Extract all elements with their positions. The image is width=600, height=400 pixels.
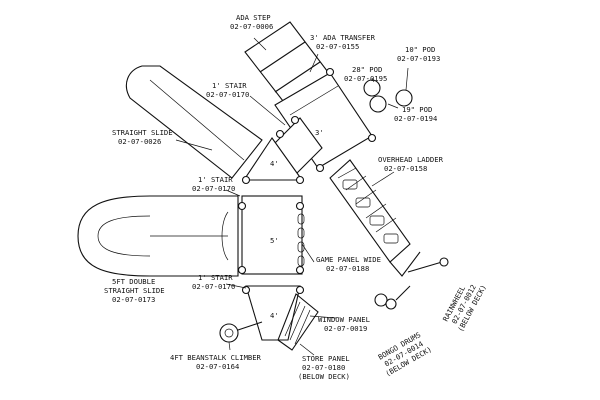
label-stair-mid: 1' STAIR 02-07-0170 [192,175,235,193]
svg-text:STRAIGHT SLIDE: STRAIGHT SLIDE [112,128,173,137]
svg-text:5FT DOUBLE: 5FT DOUBLE [112,277,155,286]
overhead-ladder [329,159,421,277]
label-pod-10: 10" POD 02-07-0193 [397,45,440,63]
bongo-drums [374,285,411,310]
svg-text:ADA STEP: ADA STEP [236,13,271,22]
svg-text:1' STAIR: 1' STAIR [198,273,233,282]
label-bongo: BONGO DRUMS 02-07-0014 (BELOW DECK) [377,330,434,378]
svg-text:02-07-0188: 02-07-0188 [326,264,369,273]
svg-text:02-07-0194: 02-07-0194 [394,114,437,123]
label-window-panel: WINDOW PANEL 02-07-0019 [318,315,370,333]
leader-lines [175,37,409,356]
svg-text:STORE PANEL: STORE PANEL [302,354,350,363]
svg-text:02-07-0180: 02-07-0180 [302,363,345,372]
pods [363,79,413,113]
svg-text:02-07-0155: 02-07-0155 [316,42,359,51]
label-overhead-ladder: OVERHEAD LADDER 02-07-0158 [378,155,444,173]
svg-text:1' STAIR: 1' STAIR [198,175,233,184]
rainwheel [407,257,449,273]
double-slide [77,195,239,277]
label-stair-top: 1' STAIR 02-07-0170 [206,81,249,99]
svg-text:02-07-0026: 02-07-0026 [118,137,161,146]
label-pod-19: 19" POD 02-07-0194 [394,105,437,123]
label-ada-step: ADA STEP 02-07-0006 [230,13,273,31]
window-panel [277,293,319,351]
posts [237,67,377,295]
svg-text:02-07-0170: 02-07-0170 [192,282,235,291]
svg-text:02-07-0158: 02-07-0158 [384,164,427,173]
upper-tri-height: 4' [270,159,279,168]
upper-triangle-deck [242,137,304,181]
svg-text:28" POD: 28" POD [352,65,382,74]
lower-tri-height: 4' [270,311,279,320]
beanstalk-climber [219,321,263,343]
label-game-panel: GAME PANEL WIDE 02-07-0188 [316,255,381,273]
label-double-slide: 5FT DOUBLE STRAIGHT SLIDE 02-07-0173 [104,277,165,304]
main-deck [241,195,305,275]
top-deck-height: 3' [315,128,324,137]
svg-text:(BELOW DECK): (BELOW DECK) [298,372,350,381]
main-deck-height: 5' [270,236,279,245]
svg-text:02-07-0170: 02-07-0170 [206,90,249,99]
svg-text:4FT BEANSTALK CLIMBER: 4FT BEANSTALK CLIMBER [170,353,262,362]
svg-text:STRAIGHT SLIDE: STRAIGHT SLIDE [104,286,165,295]
svg-text:OVERHEAD LADDER: OVERHEAD LADDER [378,155,444,164]
svg-text:GAME PANEL WIDE: GAME PANEL WIDE [316,255,381,264]
label-stair-low: 1' STAIR 02-07-0170 [192,273,235,291]
label-beanstalk: 4FT BEANSTALK CLIMBER 02-07-0164 [170,353,262,371]
svg-text:1' STAIR: 1' STAIR [212,81,247,90]
svg-text:02-07-0164: 02-07-0164 [196,362,239,371]
label-store-panel: STORE PANEL 02-07-0180 (BELOW DECK) [298,354,350,381]
label-ada-transfer: 3' ADA TRANSFER 02-07-0155 [310,33,376,51]
label-rainwheel: RAINWHEEL 02-07-0012 (BELOW DECK) [441,283,488,333]
svg-text:02-07-0006: 02-07-0006 [230,22,273,31]
svg-text:19" POD: 19" POD [402,105,432,114]
label-straight-slide: STRAIGHT SLIDE 02-07-0026 [112,128,173,146]
svg-text:02-07-0170: 02-07-0170 [192,184,235,193]
svg-text:02-07-0019: 02-07-0019 [324,324,367,333]
svg-text:02-07-0193: 02-07-0193 [397,54,440,63]
svg-text:10" POD: 10" POD [405,45,435,54]
svg-text:02-07-0173: 02-07-0173 [112,295,155,304]
straight-slide [125,65,263,179]
svg-text:WINDOW PANEL: WINDOW PANEL [318,315,370,324]
svg-text:3' ADA TRANSFER: 3' ADA TRANSFER [310,33,376,42]
svg-text:02-07-0195: 02-07-0195 [344,74,387,83]
label-pod-28: 28" POD 02-07-0195 [344,65,387,83]
lower-triangle-deck [245,285,301,341]
